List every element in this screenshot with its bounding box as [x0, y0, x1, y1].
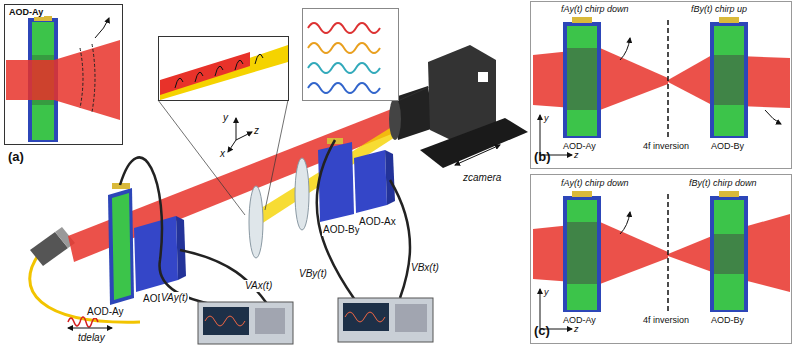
label-text: zcamera: [462, 172, 502, 184]
label-text: AOD-Ay: [562, 315, 597, 325]
label-text: VBx(t): [410, 262, 440, 274]
label-text: fBy(t) chirp down: [688, 178, 758, 188]
label-text: z: [254, 125, 259, 137]
label-text: 4f inversion: [642, 141, 690, 151]
label-text: x: [220, 148, 225, 160]
label-text: z: [574, 324, 579, 334]
label-text: VBy(t): [298, 268, 328, 280]
label-text: AOD-Ay: [562, 141, 597, 151]
label-text: VAx(t): [244, 280, 273, 292]
label-text: tdelay: [78, 332, 105, 344]
label-text: y: [544, 113, 549, 123]
label-text: fAy(t) chirp down: [560, 4, 629, 14]
label-text: AOD-Ay: [86, 306, 125, 318]
label-text: z: [574, 150, 579, 160]
label-text: VAy(t): [160, 292, 189, 304]
label-text: fAy(t) chirp down: [560, 178, 629, 188]
label-text: 4f inversion: [642, 315, 690, 325]
label-text: AOD-Ay: [8, 7, 44, 17]
label-text: AOD-By: [710, 141, 745, 151]
label-text: y: [544, 287, 549, 297]
label-text: AOD-Ax: [358, 216, 397, 228]
label-text: (c): [534, 324, 550, 339]
label-text: AOD-By: [322, 224, 361, 236]
label-text: y: [223, 112, 228, 124]
label-text: AOD-By: [710, 315, 745, 325]
label-text: (a): [8, 150, 24, 165]
label-text: (b): [534, 150, 551, 165]
label-text: fBy(t) chirp up: [690, 4, 748, 14]
